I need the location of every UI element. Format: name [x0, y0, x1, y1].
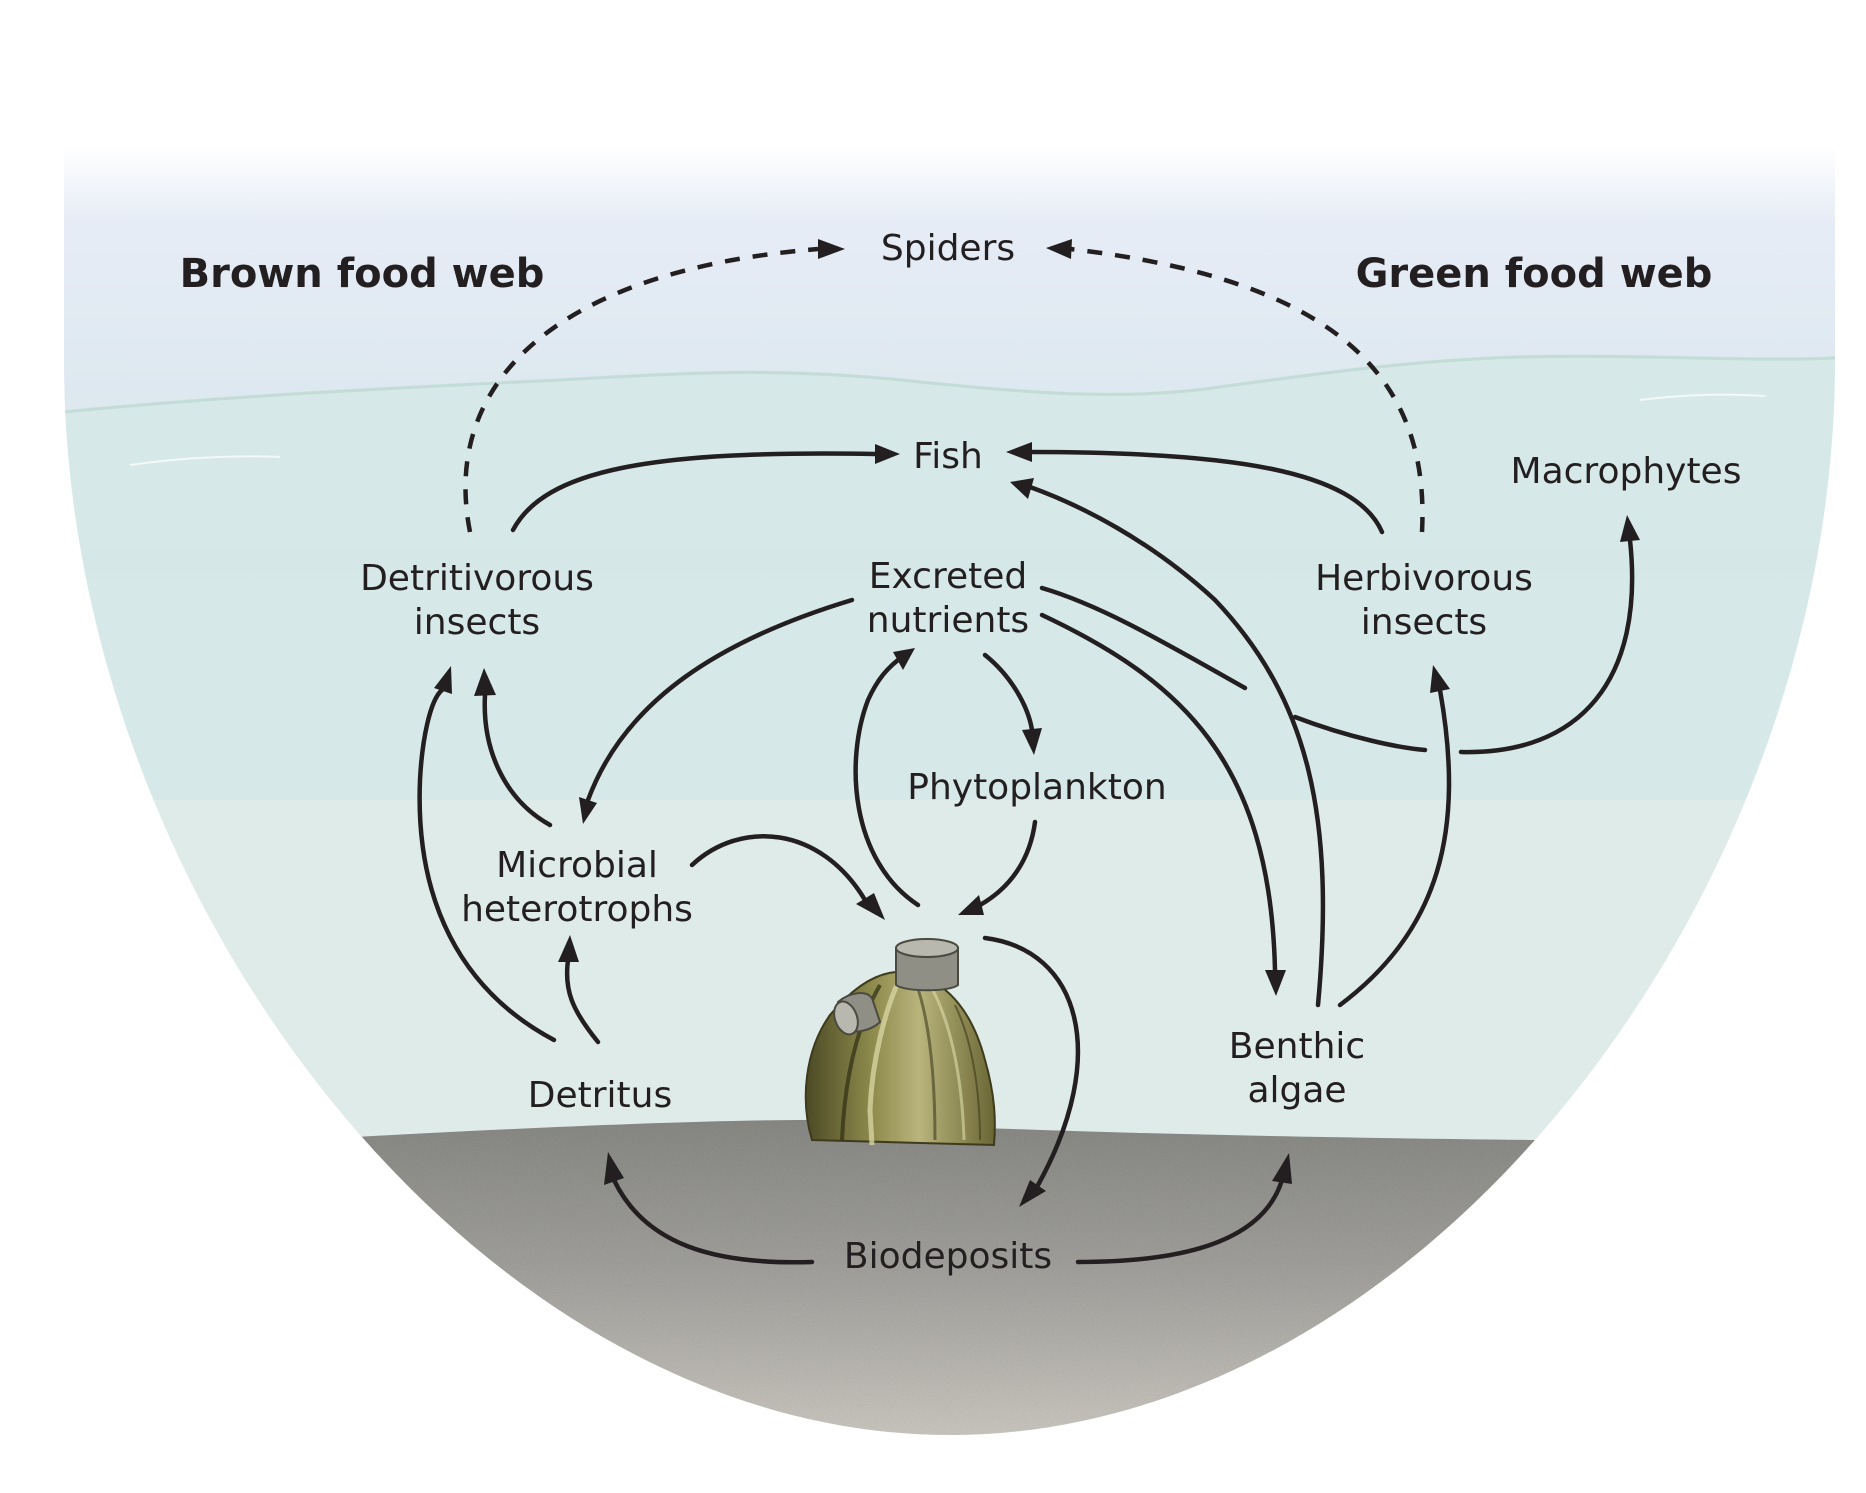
arrowhead	[856, 893, 885, 920]
arrowhead	[1010, 478, 1034, 499]
arrow-detritus-to-detritivorous	[417, 687, 557, 1043]
mussel-illustration	[804, 938, 996, 1147]
node-herbivorous-line2: insects	[1361, 602, 1487, 643]
labels: Brown food web Green food web Spiders Fi…	[180, 228, 1742, 1277]
node-microbial-line2: heterotrophs	[461, 889, 693, 930]
arrows	[417, 442, 1640, 1265]
arrow-excreted-to-benthic	[1039, 612, 1278, 973]
node-detritivorous-line1: Detritivorous	[360, 558, 594, 599]
arrowhead	[1272, 1153, 1292, 1184]
green-food-web-title: Green food web	[1356, 251, 1713, 297]
arrow-biodeposits-to-detritus	[611, 1177, 815, 1265]
arrowhead	[1265, 970, 1286, 996]
node-spiders: Spiders	[881, 228, 1015, 269]
arrow-microbial-to-mussel	[689, 834, 868, 903]
arrow-excreted-to-macrophytes	[1039, 585, 1248, 691]
node-detritus: Detritus	[528, 1075, 672, 1116]
arrowhead	[434, 666, 452, 694]
arrow-excreted-to-macrophytes-2	[1292, 714, 1428, 753]
arrowhead	[579, 797, 597, 824]
dashed-arrow-herbivorous-to-spiders	[1069, 246, 1425, 533]
node-microbial-line1: Microbial	[496, 845, 658, 886]
arrow-biodeposits-to-benthic	[1075, 1177, 1285, 1265]
arrow-mussel-to-biodeposits	[982, 935, 1081, 1188]
arrowhead	[558, 935, 579, 962]
arrowhead	[1046, 239, 1072, 259]
node-detritivorous-line2: insects	[414, 602, 540, 643]
arrowhead	[818, 239, 845, 259]
arrow-detritivorous-to-fish	[510, 451, 878, 533]
arrowhead	[1620, 515, 1640, 542]
arrowhead	[893, 648, 915, 670]
arrowhead	[1022, 728, 1042, 755]
arrow-benthic-to-fish	[1027, 484, 1326, 1008]
node-excreted-line1: Excreted	[869, 556, 1027, 597]
node-benthic-line1: Benthic	[1229, 1026, 1365, 1067]
arrowhead	[1019, 1180, 1046, 1207]
node-benthic-line2: algae	[1247, 1070, 1346, 1111]
arrowhead	[1006, 442, 1032, 462]
arrow-excreted-to-microbial	[585, 597, 855, 803]
node-herbivorous-line1: Herbivorous	[1315, 558, 1533, 599]
arrow-herbivorous-to-fish	[1027, 449, 1385, 535]
node-macrophytes: Macrophytes	[1511, 451, 1742, 492]
dashed-arrow-detritivorous-to-spiders	[463, 246, 819, 533]
arrowhead	[1430, 665, 1450, 693]
dashed-arrows	[463, 239, 1425, 533]
arrow-phytoplankton-to-mussel	[977, 819, 1038, 908]
arrow-excreted-to-macrophytes-3	[1458, 537, 1635, 755]
node-biodeposits: Biodeposits	[844, 1236, 1052, 1277]
arrowhead	[604, 1152, 624, 1185]
arrow-mussel-to-excreted	[853, 657, 921, 908]
node-excreted-line2: nutrients	[867, 600, 1029, 641]
arrow-excreted-to-phytoplankton	[982, 652, 1035, 733]
arrowhead	[875, 444, 900, 464]
node-fish: Fish	[913, 436, 983, 477]
node-phytoplankton: Phytoplankton	[907, 767, 1167, 808]
brown-food-web-title: Brown food web	[180, 251, 545, 297]
arrowhead	[958, 895, 984, 915]
arrow-microbial-to-detritivorous	[482, 692, 553, 828]
arrowhead	[474, 668, 496, 696]
sediment-bed	[64, 1120, 1835, 1435]
arrow-detritus-to-microbial	[564, 957, 601, 1045]
arrow-benthic-to-herbivorous	[1337, 687, 1452, 1008]
